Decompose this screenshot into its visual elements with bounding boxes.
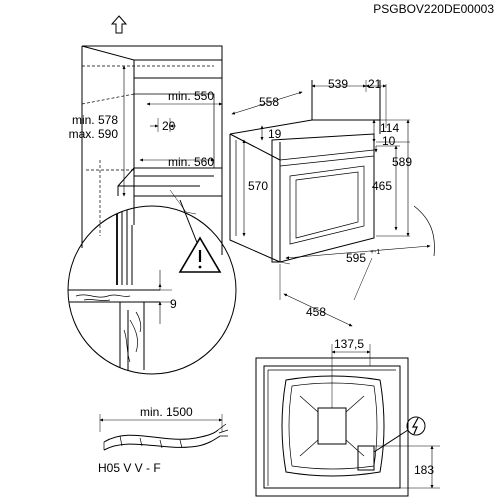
oven-front: 21 — [368, 77, 382, 91]
oven-panel-gap: 10 — [382, 134, 396, 148]
oven-width: 595 — [346, 251, 366, 265]
cabinet-width-bottom: min. 560 — [168, 155, 214, 169]
up-arrow-icon — [110, 15, 128, 34]
cabinet-depth-gap: 20 — [162, 119, 176, 133]
cable-length: min. 1500 — [140, 405, 193, 419]
oven-bottom-depth: 458 — [306, 305, 326, 319]
cable-drawing: min. 1500 H05 V V - F — [98, 405, 229, 475]
rear-socket-height: 183 — [414, 463, 434, 477]
cabinet-drawing: min. 578 max. 590 min. 550 20 min. 560 — [69, 15, 223, 255]
cabinet-width-top: min. 550 — [168, 89, 214, 103]
detail-circle: 9 — [67, 189, 237, 375]
oven-drawing: 539 21 558 19 570 114 10 465 589 595 +-1… — [229, 77, 435, 327]
socket-icon — [406, 416, 426, 436]
cable-type: H05 V V - F — [98, 461, 161, 475]
detail-gap: 9 — [170, 297, 177, 311]
cabinet-height-min: min. 578 — [72, 113, 118, 127]
cabinet-height-max: max. 590 — [69, 127, 119, 141]
warning-icon — [178, 236, 222, 273]
oven-width-tolerance: +-1 — [370, 249, 380, 256]
diagram-code: PSGBOV220DE00003 — [373, 2, 494, 16]
oven-depth-total: 558 — [259, 95, 279, 109]
rear-view: 137,5 183 — [255, 337, 440, 497]
oven-body-height: 570 — [248, 179, 268, 193]
oven-top-offset: 19 — [268, 127, 282, 141]
oven-depth-body: 539 — [328, 77, 348, 91]
oven-panel-height: 114 — [380, 121, 399, 135]
oven-inner-height: 465 — [372, 179, 392, 193]
rear-width-offset: 137,5 — [334, 337, 364, 351]
oven-height-total: 589 — [392, 155, 412, 169]
